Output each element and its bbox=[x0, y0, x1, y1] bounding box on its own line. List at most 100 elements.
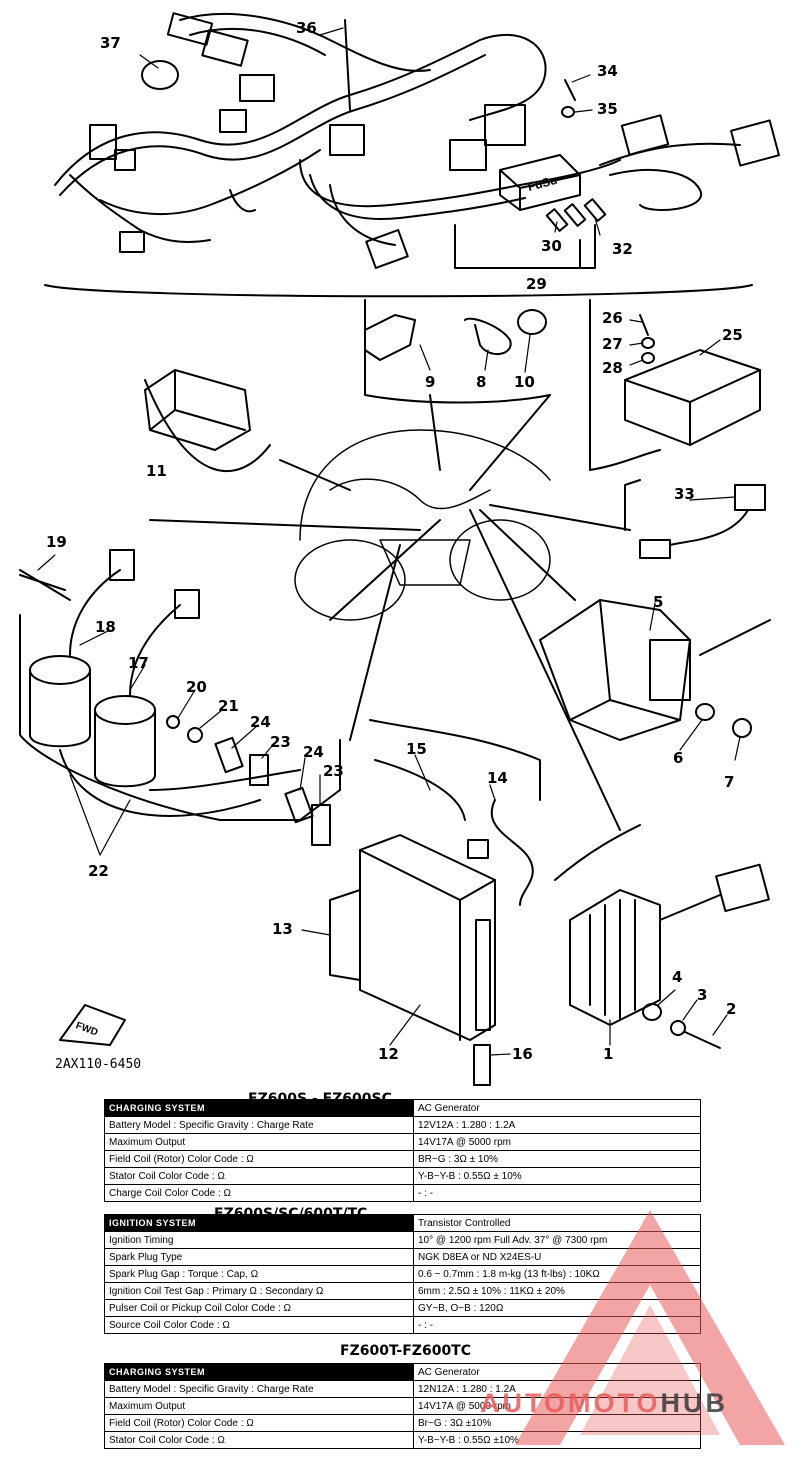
battery-12 bbox=[359, 834, 496, 1041]
clamp-10 bbox=[517, 309, 547, 335]
washer-20 bbox=[166, 715, 180, 729]
callout-32: 32 bbox=[612, 240, 633, 258]
callout-30: 30 bbox=[541, 237, 562, 255]
clamp-37 bbox=[141, 60, 179, 90]
fwd-arrow bbox=[59, 1004, 126, 1046]
callout-23-a: 23 bbox=[270, 733, 291, 751]
callout-3: 3 bbox=[697, 986, 708, 1004]
lead-wire-36 bbox=[344, 19, 351, 111]
nut-21 bbox=[187, 727, 203, 743]
callout-23-b: 23 bbox=[323, 762, 344, 780]
callout-11: 11 bbox=[146, 462, 167, 480]
fwd-arrow-label: FWD bbox=[74, 1020, 99, 1038]
ignition-coils bbox=[19, 549, 301, 817]
table1-header-label: CHARGING SYSTEM bbox=[104, 1099, 414, 1117]
wire-harness bbox=[54, 12, 741, 246]
cdi-box-outline bbox=[589, 299, 661, 471]
callout-18: 18 bbox=[95, 618, 116, 636]
motorcycle-silhouette bbox=[294, 429, 551, 621]
battery-lead-14 bbox=[490, 799, 534, 906]
callout-15: 15 bbox=[406, 740, 427, 758]
rectifier-1 bbox=[569, 889, 661, 1026]
charging-spec-table-1: CHARGING SYSTEM AC Generator Battery Mod… bbox=[104, 1099, 701, 1202]
table3-header-label: CHARGING SYSTEM bbox=[104, 1363, 414, 1381]
table-row: Source Coil Color Code : Ω- : - bbox=[104, 1316, 701, 1334]
nut-4 bbox=[642, 1003, 662, 1021]
nut-7 bbox=[732, 718, 752, 738]
fuse-bracket bbox=[454, 224, 596, 269]
breather-16 bbox=[475, 919, 491, 1031]
mount-group-box bbox=[364, 299, 551, 404]
spare-fuses bbox=[545, 198, 607, 232]
table2-header-value: Transistor Controlled bbox=[413, 1214, 701, 1232]
callout-34: 34 bbox=[597, 62, 618, 80]
bolt-19 bbox=[19, 574, 66, 591]
sensor-33 bbox=[639, 539, 671, 559]
callout-16: 16 bbox=[512, 1045, 533, 1063]
battery-lead-15 bbox=[374, 759, 466, 821]
drawing-part-code: 2AX110-6450 bbox=[55, 1057, 142, 1072]
bracket-9 bbox=[364, 314, 416, 361]
table1-header-value: AC Generator bbox=[413, 1099, 701, 1117]
callout-28: 28 bbox=[602, 359, 623, 377]
screw-34 bbox=[564, 79, 576, 101]
callout-26: 26 bbox=[602, 309, 623, 327]
callout-9: 9 bbox=[425, 373, 436, 391]
table2-header-label: IGNITION SYSTEM bbox=[104, 1214, 414, 1232]
rectifier-box-outline bbox=[554, 824, 641, 881]
callout-8: 8 bbox=[476, 373, 487, 391]
cdi-unit-25 bbox=[624, 349, 761, 446]
callout-19: 19 bbox=[46, 533, 67, 551]
callout-20: 20 bbox=[186, 678, 207, 696]
watermark-text: AUTOMOTOHUB bbox=[480, 1388, 729, 1418]
callout-33: 33 bbox=[674, 485, 695, 503]
nut-6 bbox=[695, 703, 715, 721]
harness-bracket bbox=[44, 284, 753, 298]
washer-35 bbox=[561, 106, 575, 118]
callout-25: 25 bbox=[722, 326, 743, 344]
battery-box-outline bbox=[369, 719, 541, 801]
callout-21: 21 bbox=[218, 697, 239, 715]
callout-14: 14 bbox=[487, 769, 508, 787]
callout-5: 5 bbox=[653, 593, 664, 611]
clamp-8 bbox=[464, 317, 512, 355]
callout-12: 12 bbox=[378, 1045, 399, 1063]
callout-7: 7 bbox=[724, 773, 735, 791]
sensor-33-connector bbox=[734, 484, 766, 511]
callout-6: 6 bbox=[673, 749, 684, 767]
callout-37: 37 bbox=[100, 34, 121, 52]
callout-27: 27 bbox=[602, 335, 623, 353]
plug-cap-23b bbox=[311, 804, 331, 846]
plug-cap-24b bbox=[284, 786, 314, 824]
connector-blocks bbox=[89, 12, 780, 269]
washer-27 bbox=[641, 337, 655, 349]
callout-2: 2 bbox=[726, 1000, 737, 1018]
table3-header-value: AC Generator bbox=[413, 1363, 701, 1381]
fuse-box bbox=[499, 154, 581, 211]
ignition-spec-table: IGNITION SYSTEM Transistor Controlled Ig… bbox=[104, 1214, 701, 1334]
table-row: Ignition Coil Test Gap : Primary Ω : Sec… bbox=[104, 1282, 701, 1300]
relay-11 bbox=[144, 369, 251, 451]
hose-16 bbox=[473, 1044, 491, 1086]
starter-relay-5 bbox=[539, 599, 691, 741]
collar-28 bbox=[641, 352, 655, 364]
table-row: Charge Coil Color Code : Ω- : - bbox=[104, 1184, 701, 1202]
table3-model-title: FZ600T-FZ600TC bbox=[340, 1343, 472, 1359]
fuse-box-label: FuSu bbox=[526, 173, 559, 194]
battery-plate-13 bbox=[329, 889, 361, 981]
fuse-holder-14 bbox=[467, 839, 489, 859]
callout-22: 22 bbox=[88, 862, 109, 880]
callout-17: 17 bbox=[128, 654, 149, 672]
callout-36: 36 bbox=[296, 19, 317, 37]
sensor-33-box bbox=[624, 479, 641, 531]
bolt-26 bbox=[639, 314, 649, 336]
callout-24-a: 24 bbox=[250, 713, 271, 731]
washer-3 bbox=[670, 1020, 686, 1036]
table-row: Pulser Coil or Pickup Coil Color Code : … bbox=[104, 1299, 701, 1317]
